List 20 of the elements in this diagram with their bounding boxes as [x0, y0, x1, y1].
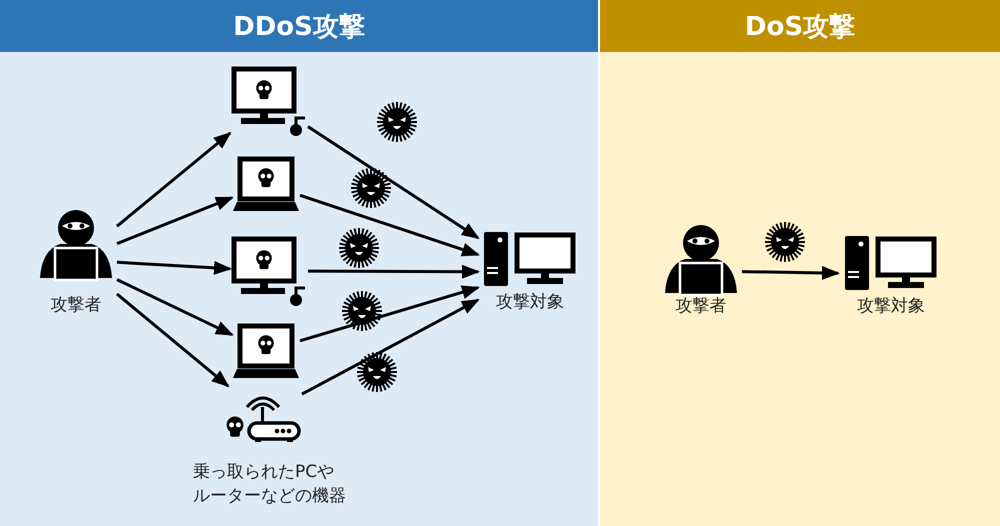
- node-label: 攻撃者: [50, 294, 102, 316]
- caption-text: 乗っ取られたPCやルーターなどの機器: [193, 461, 347, 508]
- panel-heading: DDoS攻撃: [0, 0, 598, 52]
- arrow: [300, 194, 480, 256]
- arrow: [116, 196, 234, 245]
- arrow: [116, 292, 230, 388]
- node-label: 攻撃者: [674, 295, 728, 317]
- arrow: [301, 298, 480, 396]
- node-label: 攻撃対象: [856, 295, 926, 317]
- panel-background: [600, 0, 1000, 526]
- panel-heading: DoS攻撃: [600, 0, 1000, 52]
- arrow: [116, 278, 234, 336]
- node-label: 攻撃対象: [495, 291, 565, 313]
- arrow: [300, 285, 480, 342]
- panel-background: [0, 0, 598, 526]
- arrow: [308, 264, 480, 279]
- arrow: [116, 132, 232, 228]
- arrow: [742, 266, 840, 280]
- arrow: [307, 125, 480, 240]
- arrow: [116, 260, 232, 275]
